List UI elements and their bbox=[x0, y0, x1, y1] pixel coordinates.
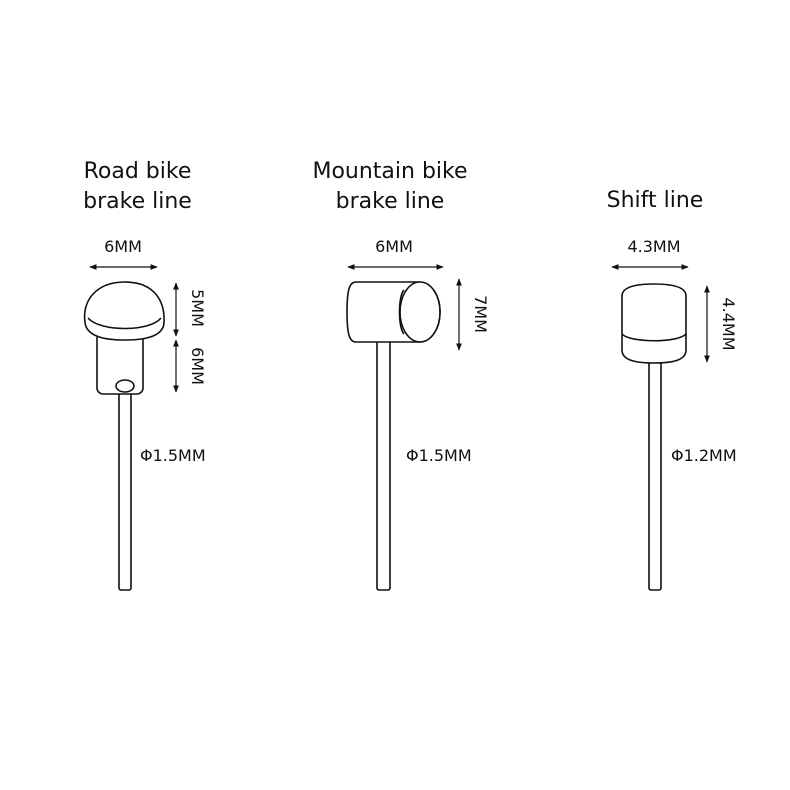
road-head-dome bbox=[83, 281, 165, 341]
mountain-wire bbox=[376, 339, 391, 591]
shift-wire bbox=[648, 351, 662, 591]
mountain-barrel-face bbox=[399, 281, 441, 343]
shift-wire-label: Φ1.2MM bbox=[671, 446, 737, 465]
road-head-height-label: 5MM bbox=[188, 289, 207, 327]
mountain-bike-title: Mountain bike brake line bbox=[290, 157, 490, 217]
shift-width-label: 4.3MM bbox=[627, 237, 680, 256]
road-wire-label: Φ1.5MM bbox=[140, 446, 206, 465]
shift-cylinder bbox=[621, 283, 687, 364]
road-title-line2: brake line bbox=[83, 189, 192, 214]
mountain-width-label: 6MM bbox=[375, 237, 413, 256]
mountain-cable-end bbox=[346, 281, 441, 591]
road-width-label: 6MM bbox=[104, 237, 142, 256]
shift-cable-end bbox=[621, 283, 687, 591]
road-title-line1: Road bike bbox=[83, 159, 192, 184]
road-bike-title: Road bike brake line bbox=[50, 157, 225, 217]
road-wire-hole bbox=[115, 379, 135, 393]
road-wire bbox=[118, 384, 132, 591]
mountain-title-line2: brake line bbox=[335, 189, 445, 214]
shift-title-line1: Shift line bbox=[606, 188, 704, 213]
shift-height-label: 4.4MM bbox=[719, 297, 738, 350]
road-cable-end bbox=[83, 281, 165, 591]
road-neck-height-label: 6MM bbox=[188, 347, 207, 385]
shift-line-title: Shift line bbox=[570, 186, 740, 216]
mountain-title-line1: Mountain bike bbox=[312, 159, 468, 184]
mountain-wire-label: Φ1.5MM bbox=[406, 446, 472, 465]
mountain-height-label: 7MM bbox=[471, 295, 490, 333]
